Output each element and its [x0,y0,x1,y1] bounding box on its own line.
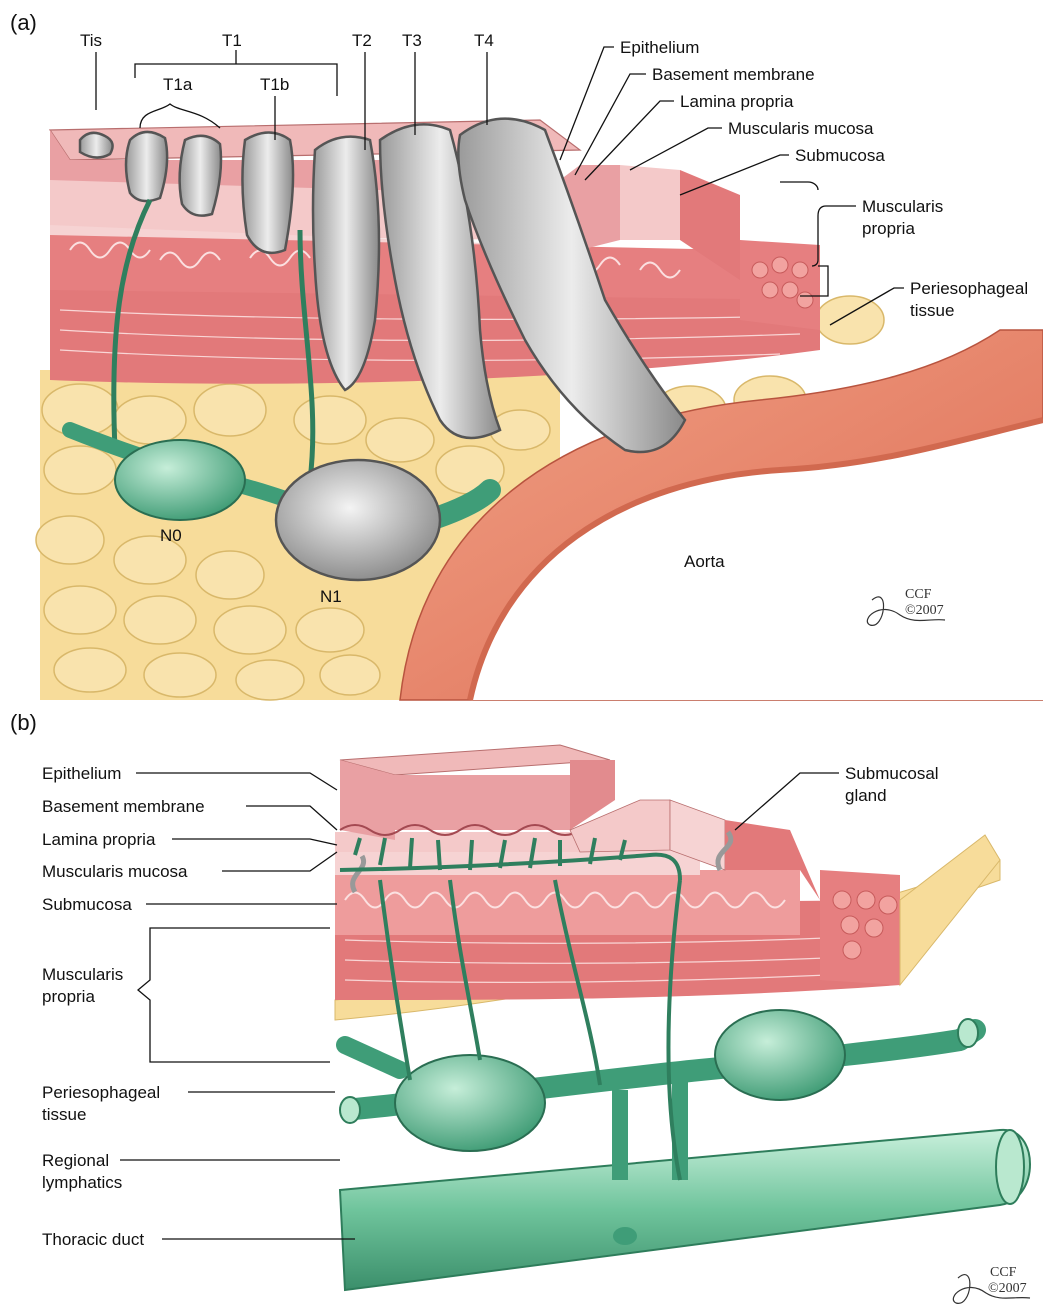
leader-b-submucosal-gland [735,773,839,830]
label-b-muscularis-mucosa: Muscularis mucosa [42,862,188,881]
label-a-submucosa: Submucosa [795,146,885,165]
bracket-t1a [140,104,220,128]
node-n0 [115,440,245,520]
label-n0: N0 [160,526,182,545]
tumor-t1a-1 [126,132,167,201]
label-b-submucosal-gland-1: Submucosal [845,764,939,783]
signature-a-year: ©2007 [905,603,944,618]
regional-node-2 [715,1010,845,1100]
leader-a-submucosa [680,155,789,195]
label-t2: T2 [352,31,372,50]
bracket-b-muscularis-propria [138,928,330,1062]
leader-b-lamina [172,839,337,845]
panel-b-letter: (b) [10,710,37,735]
label-a-muscularis-propria-2: propria [862,219,915,238]
signature-b: CCF ©2007 [953,1265,1030,1303]
signature-a-org: CCF [905,587,932,602]
label-b-regional-2: lymphatics [42,1173,122,1192]
label-b-submucosa: Submucosa [42,895,132,914]
label-t3: T3 [402,31,422,50]
tumor-t1a-2 [180,136,221,216]
panel-a-letter: (a) [10,10,37,35]
label-aorta: Aorta [684,552,725,571]
leader-a-muscularis-mucosa [630,128,722,170]
label-a-periesophageal-2: tissue [910,301,954,320]
label-b-periesophageal-2: tissue [42,1105,86,1124]
label-t4: T4 [474,31,494,50]
label-b-muscularis-propria-1: Muscularis [42,965,123,984]
label-b-lamina: Lamina propria [42,830,156,849]
leader-b-basement [246,806,337,830]
label-tis: Tis [80,31,102,50]
label-t1: T1 [222,31,242,50]
esophageal-wall-b [335,745,1000,1020]
label-a-lamina: Lamina propria [680,92,794,111]
signature-b-year: ©2007 [988,1281,1027,1296]
label-b-periesophageal-1: Periesophageal [42,1083,160,1102]
leader-b-epithelium [136,773,337,790]
regional-node-1 [395,1055,545,1151]
leader-b-muscularis-mucosa [222,852,337,871]
leader-a-basement [575,74,646,175]
label-b-muscularis-propria-2: propria [42,987,95,1006]
label-b-epithelium: Epithelium [42,764,121,783]
label-a-epithelium: Epithelium [620,38,699,57]
label-a-basement: Basement membrane [652,65,815,84]
label-a-muscularis-mucosa: Muscularis mucosa [728,119,874,138]
label-b-thoracic-duct: Thoracic duct [42,1230,144,1249]
tumor-t1b [242,133,293,253]
label-b-regional-1: Regional [42,1151,109,1170]
label-b-submucosal-gland-2: gland [845,786,887,805]
label-t1b: T1b [260,75,289,94]
label-n1: N1 [320,587,342,606]
node-n1 [276,460,440,580]
label-a-periesophageal-1: Periesophageal [910,279,1028,298]
signature-b-org: CCF [990,1265,1017,1280]
label-t1a: T1a [163,75,193,94]
label-a-muscularis-propria-1: Muscularis [862,197,943,216]
tumor-tis [80,133,113,158]
label-b-basement: Basement membrane [42,797,205,816]
